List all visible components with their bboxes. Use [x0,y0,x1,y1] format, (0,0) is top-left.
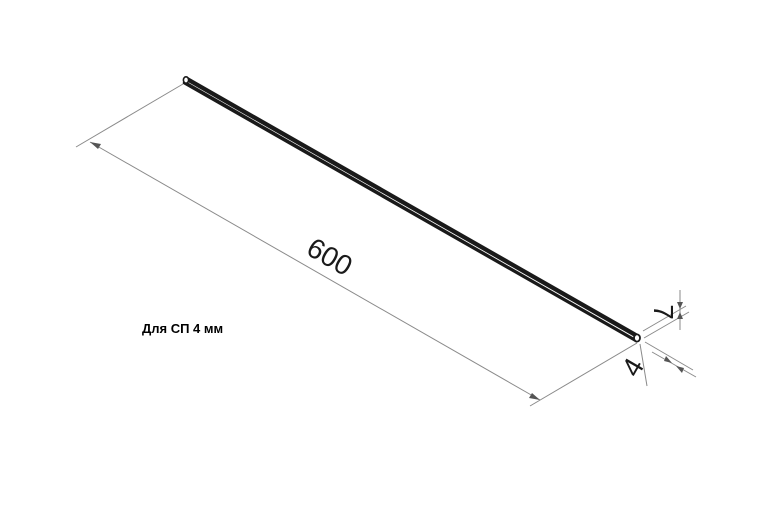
length-dimension-label: 600 [302,232,358,282]
length-dimension: 600 [75,83,638,407]
length-arrow-start [90,142,101,149]
length-dimension-line [89,141,541,401]
profile-strip [182,76,641,343]
height-arrow-bottom [677,312,683,319]
width-arrow-left [664,356,672,363]
height-arrow-top [677,302,683,309]
strip-start-cap [182,76,190,85]
width-arrow-right [676,366,684,373]
strip-top-edge [185,77,639,339]
width-dimension-line [651,351,697,378]
width-extension-line-right [644,341,694,371]
height-dimension: 7 [642,290,690,339]
strip-end-cap [633,333,641,343]
length-extension-line-end [529,342,638,407]
length-arrow-end [529,393,540,400]
strip-bottom-edge [184,81,637,341]
length-extension-line-start [75,83,184,148]
height-extension-line-top [642,305,687,332]
caption-label: Для СП 4 мм [142,321,224,336]
width-extension-line-left [639,343,648,387]
height-dimension-label: 7 [648,304,679,320]
width-dimension-label: 4 [615,353,650,382]
